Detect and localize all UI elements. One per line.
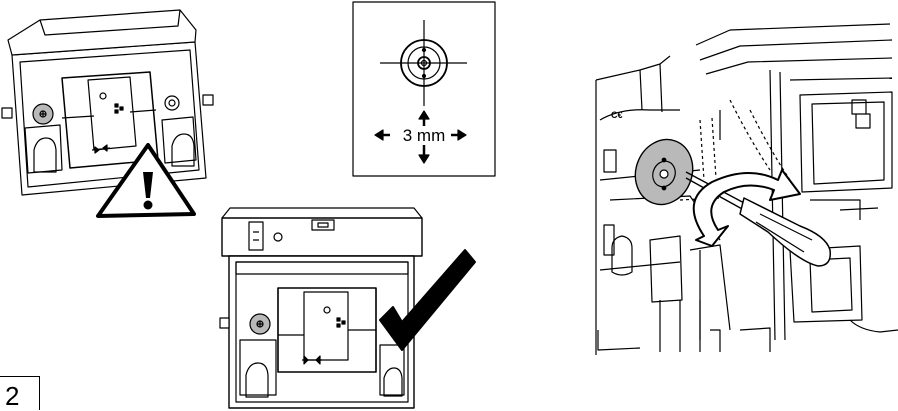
svg-text:C€: C€ [611,110,623,120]
measurement-label: 3 mm [403,126,446,145]
checkmark-icon [379,249,476,351]
curved-arrow-icon [692,169,801,247]
step-number: 2 [5,381,20,411]
aligned-frame-illustration [219,207,423,409]
misaligned-frame-illustration [1,9,214,196]
large-adjustment-screw [634,138,694,206]
step-indicator: 2 [0,376,40,410]
alignment-detail-callout: 3 mm [352,1,496,177]
warning-triangle-icon [96,143,196,218]
